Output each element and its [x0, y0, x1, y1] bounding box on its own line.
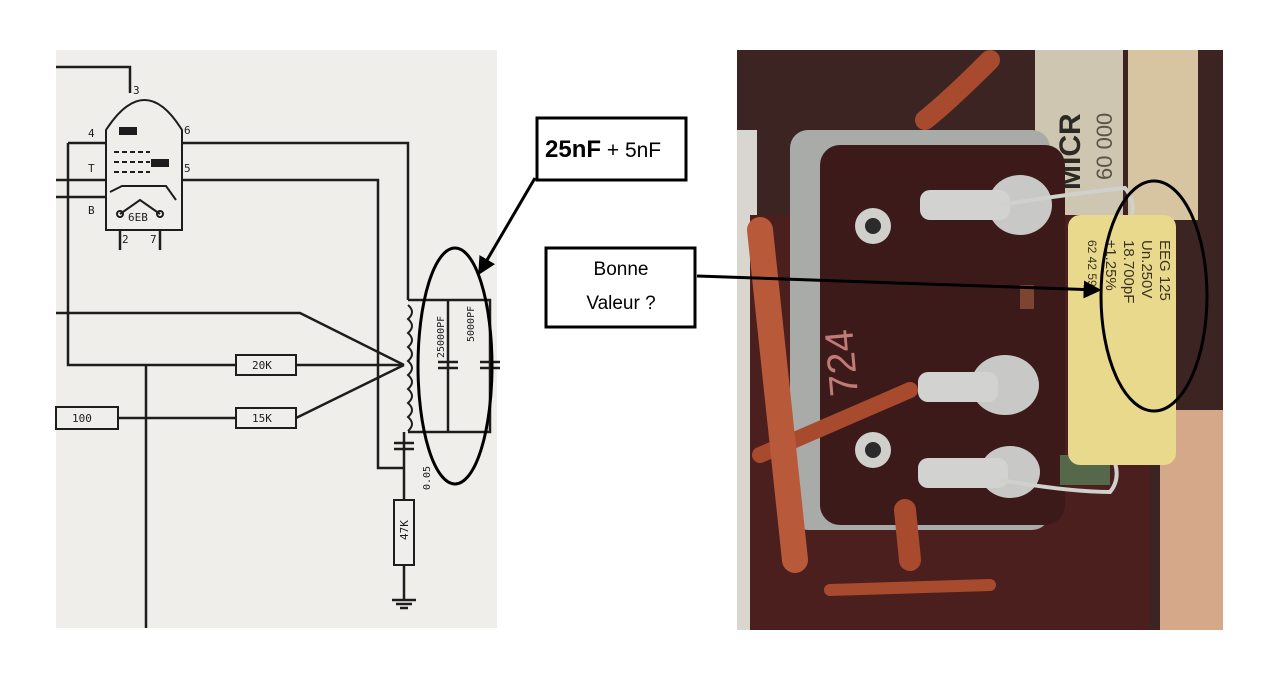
callout-top-box [535, 116, 688, 182]
terminal-top [988, 175, 1052, 235]
capacitor-line-3: 18.700pF [1120, 240, 1137, 303]
photo-panel: MICR 60 000 724 [737, 50, 1223, 630]
callout-top-text: 25nF + 5nF [545, 136, 661, 163]
callout-middle: Bonne Valeur ? [544, 246, 697, 329]
wires [747, 50, 1000, 596]
capacitor-25000pf-label: 25000PF [436, 316, 447, 358]
callout-middle-line1: Bonne [594, 259, 649, 280]
resistor-20k [235, 354, 297, 376]
tube-label: 6EB [128, 211, 148, 224]
resistor-body-2 [1128, 50, 1198, 220]
resistor-15k [235, 407, 297, 429]
capacitor-line-1: EEG 125 [1156, 240, 1173, 301]
arrow-to-photo [696, 274, 1102, 299]
capacitor-line-5: 62 42 591 [1085, 240, 1099, 294]
callout-top-rest: + 5nF [601, 139, 661, 162]
schematic-wires [56, 65, 492, 628]
pin-label-6: 6 [184, 124, 191, 137]
lead-wire-bottom [999, 462, 1119, 495]
resistor-value: 60 000 [1092, 113, 1117, 180]
callout-middle-box [544, 246, 697, 329]
board-notch [1020, 285, 1034, 309]
callout-middle-line2: Valeur ? [586, 293, 655, 314]
pin-label-7: 7 [150, 233, 157, 246]
resistor-15k-label: 15K [252, 412, 272, 425]
schematic-highlight-ellipse [416, 246, 494, 486]
lead-wire-top [999, 185, 1135, 216]
board-marking: 724 [817, 328, 867, 398]
capacitor-line-4: ±1.25% [1102, 240, 1119, 291]
pin-label-b: B [88, 204, 95, 217]
pin-label-3: 3 [133, 84, 140, 97]
pin-label-5: 5 [184, 162, 191, 175]
resistor-100-label: 100 [72, 412, 92, 425]
pin-label-4: 4 [88, 127, 95, 140]
resistor-100 [55, 406, 119, 430]
capacitor-symbols [394, 360, 500, 451]
arrow-to-schematic [478, 177, 537, 276]
callout-top: 25nF + 5nF [535, 116, 688, 182]
tube-internals [109, 127, 177, 218]
resistor-47k [393, 499, 415, 566]
resistor-47k-label: 47K [398, 520, 411, 540]
capacitor-5000pf-label: 5000PF [466, 306, 477, 342]
capacitor-text: EEG 125 Un.250V 18.700pF ±1.25% 62 42 59… [1085, 240, 1173, 303]
inductor-coil [406, 304, 413, 432]
capacitor-line-2: Un.250V [1138, 240, 1155, 298]
resistor-20k-label: 20K [252, 359, 272, 372]
pin-label-2: 2 [122, 233, 129, 246]
pin-label-t: T [88, 162, 95, 175]
callout-top-bold: 25nF [545, 136, 601, 163]
capacitor-bottom-label: 0.05 [422, 466, 433, 490]
yellow-capacitor [1068, 215, 1176, 465]
schematic-paper [56, 50, 497, 628]
schematic-panel: 3 4 6 T 5 B 2 7 6EB 20K 15K 100 47K 2500… [55, 50, 500, 628]
